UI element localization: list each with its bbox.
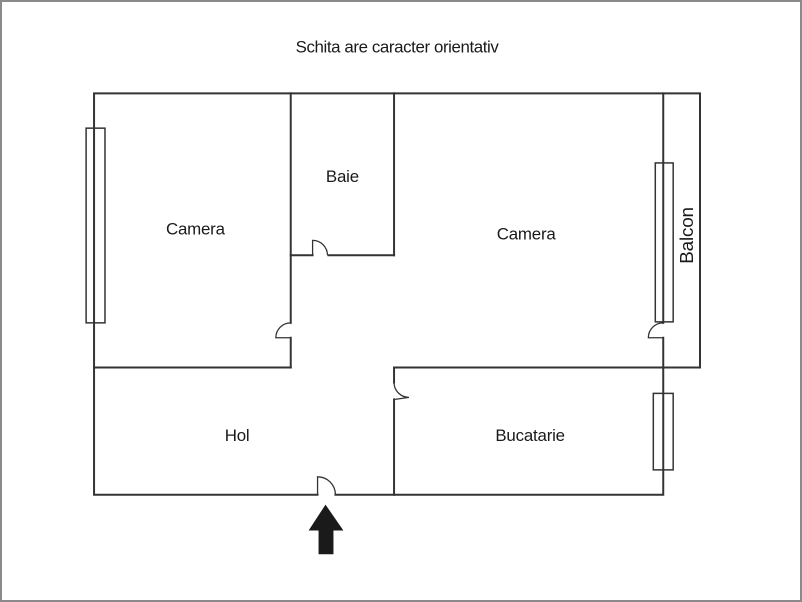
windows: [85, 127, 674, 471]
doors: [275, 239, 664, 495]
door-entrance: [316, 476, 337, 495]
room-label-hol: Hol: [225, 426, 250, 445]
door-camera-left: [275, 322, 291, 339]
entrance-arrow-icon: [308, 504, 344, 555]
window-bucatarie: [652, 392, 674, 471]
room-labels: Camera Baie Camera Balcon Hol Bucatarie: [166, 167, 697, 445]
room-label-balcon: Balcon: [676, 207, 697, 263]
wall-outer: [93, 92, 701, 496]
room-label-camera-right: Camera: [497, 224, 557, 243]
room-label-baie: Baie: [326, 167, 359, 186]
walls: [93, 92, 701, 496]
window-camera-right-balcony: [654, 162, 674, 323]
door-bucatarie: [393, 382, 410, 400]
door-baie: [311, 239, 329, 256]
plan-title: Schita are caracter orientativ: [296, 38, 500, 57]
window-camera-left: [85, 127, 106, 324]
room-label-camera-left: Camera: [166, 219, 226, 238]
door-balcony: [647, 322, 664, 339]
room-label-bucatarie: Bucatarie: [495, 426, 565, 445]
